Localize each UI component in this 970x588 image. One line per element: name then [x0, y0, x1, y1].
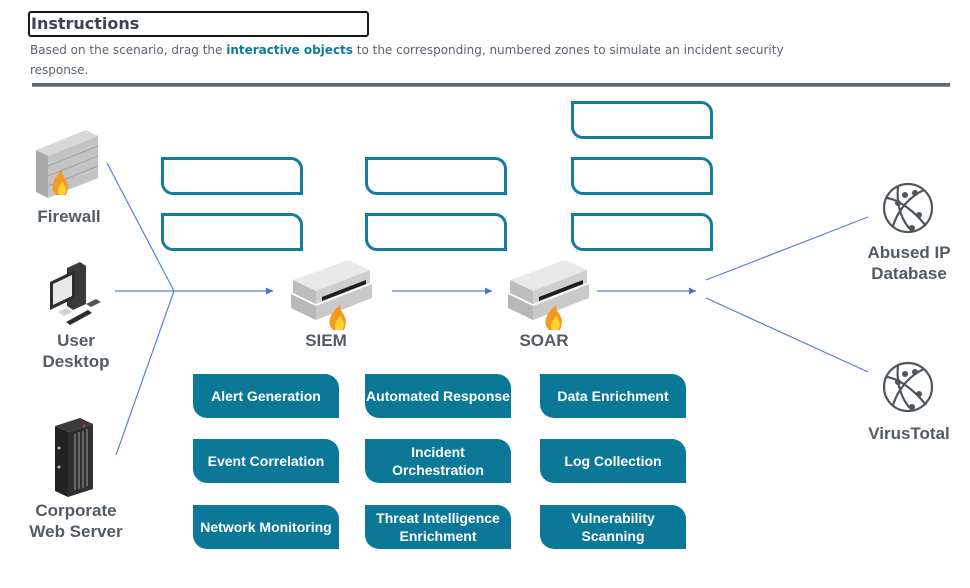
instructions-text: Based on the scenario, drag the interact…: [30, 40, 810, 80]
drag-item-incident-orchestration[interactable]: Incident Orchestration: [365, 439, 511, 483]
drag-item-alert-generation[interactable]: Alert Generation: [193, 374, 339, 418]
instructions-text-before: Based on the scenario, drag the: [30, 43, 227, 57]
drop-zone-soar-2[interactable]: [571, 157, 713, 195]
web-server-label-line1: Corporate: [35, 501, 117, 520]
user-desktop-label-line1: User: [57, 331, 95, 350]
abused-ip-label-line1: Abused IP: [867, 243, 951, 262]
instructions-highlight: interactive objects: [226, 43, 353, 57]
virustotal-label: VirusTotal: [868, 424, 950, 443]
drag-item-threat-intelligence-enrichment[interactable]: Threat Intelligence Enrichment: [365, 505, 511, 549]
drop-zone-middle-2[interactable]: [365, 213, 507, 251]
web-server-label-line2: Web Server: [29, 522, 123, 541]
drop-zone-siem-2[interactable]: [161, 213, 303, 251]
drag-item-vulnerability-scanning[interactable]: Vulnerability Scanning: [540, 505, 686, 549]
divider: [32, 83, 950, 87]
drop-zone-soar-1[interactable]: [571, 101, 713, 139]
abused-ip-label: Abused IP Database: [858, 242, 960, 284]
firewall-label: Firewall: [37, 207, 101, 226]
drag-item-automated-response[interactable]: Automated Response: [365, 374, 511, 418]
instructions-title: Instructions: [28, 11, 369, 37]
drop-zone-soar-3[interactable]: [571, 213, 713, 251]
siem-label: SIEM: [305, 331, 347, 350]
drag-item-log-collection[interactable]: Log Collection: [540, 439, 686, 483]
abused-ip-label-line2: Database: [871, 264, 947, 283]
drag-item-network-monitoring[interactable]: Network Monitoring: [193, 505, 339, 549]
line-to-abused-ip: [705, 216, 869, 281]
user-desktop-label-line2: Desktop: [42, 352, 110, 371]
line-to-virustotal: [705, 297, 869, 373]
instructions-text-after: to the corresponding, numbered zones to …: [30, 43, 784, 77]
line-firewall: [106, 162, 175, 292]
drop-zone-middle-1[interactable]: [365, 157, 507, 195]
drop-zone-siem-1[interactable]: [161, 157, 303, 195]
line-webserver: [115, 290, 175, 456]
drag-item-event-correlation[interactable]: Event Correlation: [193, 439, 339, 483]
soar-label: SOAR: [519, 331, 569, 350]
drag-item-data-enrichment[interactable]: Data Enrichment: [540, 374, 686, 418]
